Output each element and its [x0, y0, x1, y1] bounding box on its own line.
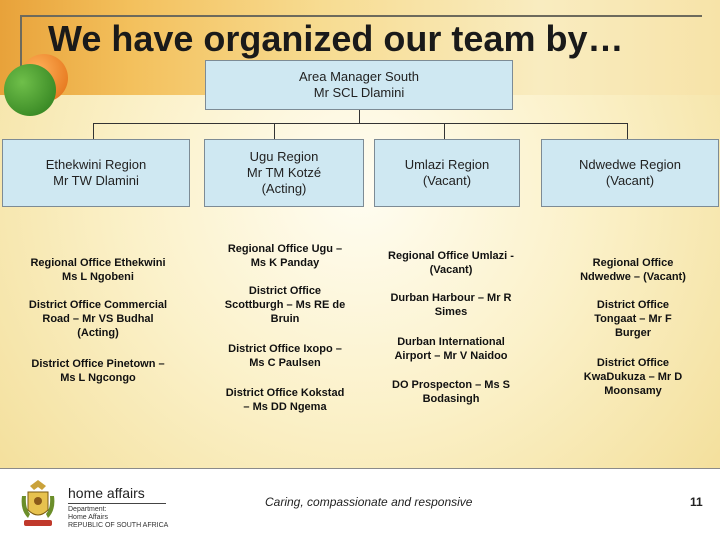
office-item: Regional Office Umlazi - (Vacant) — [388, 250, 514, 276]
office-item: Regional Office Ethekwini Ms L Ngobeni — [30, 257, 166, 283]
office-item: District Office Kokstad – Ms DD Ngema — [225, 387, 345, 413]
connector-drop-4 — [627, 123, 628, 139]
office-item: District Office Scottburgh – Ms RE de Br… — [224, 285, 346, 325]
office-item: District Office Commercial Road – Mr VS … — [28, 299, 168, 339]
connector-horizontal — [93, 123, 628, 124]
office-item: Regional Office Ndwedwe – (Vacant) — [580, 257, 686, 283]
slide-title: We have organized our team by… — [48, 18, 624, 59]
brand-rule — [68, 503, 166, 504]
office-item: District Office KwaDukuza – Mr D Moonsam… — [583, 357, 683, 397]
brand-name: home affairs — [68, 485, 145, 501]
page-number: 11 — [690, 495, 703, 509]
tagline: Caring, compassionate and responsive — [265, 495, 473, 509]
office-item: Regional Office Ugu – Ms K Panday — [227, 243, 343, 269]
region-header: Ugu Region Mr TM Kotzé (Acting) — [246, 149, 322, 196]
connector-vertical-main — [359, 110, 360, 123]
connector-drop-2 — [274, 123, 275, 139]
title-frame — [20, 15, 702, 67]
region-box-umlazi: Umlazi Region (Vacant) — [374, 139, 520, 207]
office-item: DO Prospecton – Ms S Bodasingh — [392, 379, 510, 405]
manager-title: Area Manager South — [299, 69, 419, 84]
region-header: Ndwedwe Region (Vacant) — [579, 157, 681, 188]
office-item: District Office Tongaat – Mr F Burger — [594, 299, 672, 339]
region-header: Ethekwini Region Mr TW Dlamini — [45, 157, 147, 188]
brand-subtitle: Department: Home Affairs REPUBLIC OF SOU… — [68, 506, 169, 529]
connector-drop-1 — [93, 123, 94, 139]
office-item: District Office Ixopo – Ms C Paulsen — [228, 343, 342, 369]
region-box-ethekwini: Ethekwini Region Mr TW Dlamini — [2, 139, 190, 207]
office-item: Durban Harbour – Mr R Simes — [390, 292, 512, 318]
office-item: District Office Pinetown – Ms L Ngcongo — [31, 358, 165, 384]
region-header: Umlazi Region (Vacant) — [404, 157, 490, 188]
region-box-ndwedwe: Ndwedwe Region (Vacant) — [541, 139, 719, 207]
coat-of-arms-icon — [21, 480, 55, 526]
office-item: Durban International Airport – Mr V Naid… — [394, 336, 508, 362]
region-box-ugu: Ugu Region Mr TM Kotzé (Acting) — [204, 139, 364, 207]
manager-name: Mr SCL Dlamini — [313, 85, 405, 100]
footer — [0, 469, 720, 540]
green-circle-decoration — [4, 64, 56, 116]
footer-divider — [0, 468, 720, 469]
connector-drop-3 — [444, 123, 445, 139]
